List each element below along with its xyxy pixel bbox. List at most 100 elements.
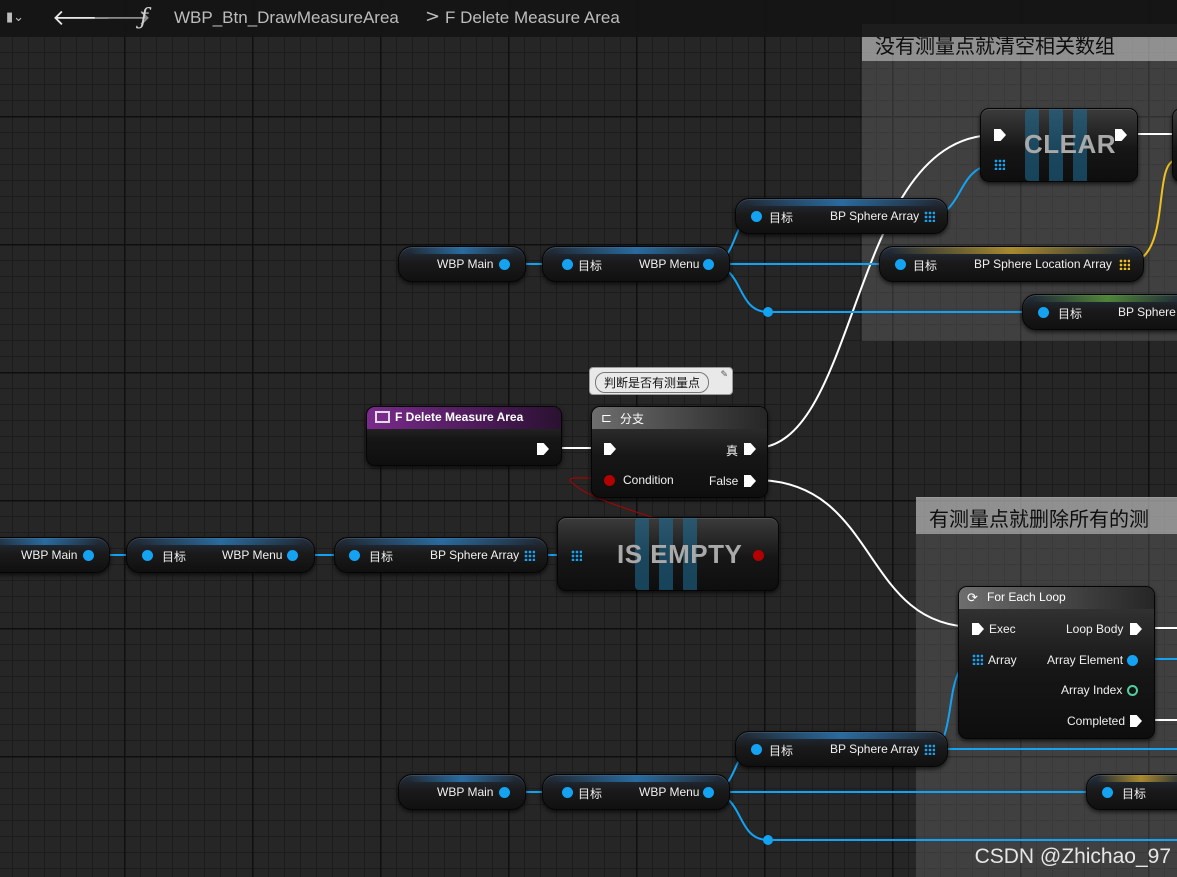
output-pin[interactable]: [499, 787, 510, 798]
target-pin[interactable]: [142, 550, 153, 561]
exec-input-pin[interactable]: [994, 129, 1006, 141]
target-label: 目标: [578, 259, 603, 273]
target-label: 目标: [369, 550, 394, 564]
array-element-pin[interactable]: [1127, 655, 1138, 666]
target-label: 目标: [769, 744, 794, 758]
target-node-bottom-right[interactable]: 目标: [1086, 774, 1177, 810]
array-input-pin[interactable]: [972, 654, 983, 665]
is-empty-node-title: IS EMPTY: [617, 539, 743, 569]
output-pin[interactable]: [83, 550, 94, 561]
bp-sphere-array-label: BP Sphere Array: [830, 742, 920, 756]
array-output-pin[interactable]: [524, 550, 535, 561]
reroute-node-top: [763, 307, 773, 317]
wbp-menu-label: WBP Menu: [639, 257, 700, 271]
return-bool-pin[interactable]: [753, 550, 764, 561]
output-pin[interactable]: [703, 259, 714, 270]
bp-sphere-array-node-mid[interactable]: 目标 BP Sphere Array: [334, 537, 548, 573]
bp-sphere-array-node-bottom[interactable]: 目标 BP Sphere Array: [735, 731, 948, 767]
exec-input-pin[interactable]: [604, 443, 616, 455]
wbp-main-node-mid[interactable]: WBP Main: [0, 537, 110, 573]
true-exec-pin[interactable]: [744, 443, 756, 455]
for-each-loop-node[interactable]: For Each Loop ⟳ Exec Loop Body Array Arr…: [958, 586, 1155, 739]
exec-output-pin[interactable]: [1115, 129, 1127, 141]
condition-pin[interactable]: [604, 475, 615, 486]
wbp-menu-label: WBP Menu: [639, 785, 700, 799]
array-index-label: Array Index: [1061, 683, 1123, 697]
target-pin[interactable]: [562, 787, 573, 798]
array-output-pin[interactable]: [924, 744, 935, 755]
target-pin[interactable]: [1102, 787, 1113, 798]
wbp-main-node-top[interactable]: WBP Main: [398, 246, 526, 282]
wbp-main-node-bottom[interactable]: WBP Main: [398, 774, 526, 810]
bp-sphere-array-label: BP Sphere Array: [430, 548, 520, 562]
bp-sphere-array-node-top[interactable]: 目标 BP Sphere Array: [735, 198, 948, 234]
is-empty-node[interactable]: IS EMPTY: [557, 517, 779, 591]
loop-icon: ⟳: [967, 590, 978, 605]
branch-node[interactable]: 分支 ⊏ 真 Condition False: [591, 406, 768, 498]
for-each-loop-title: For Each Loop: [987, 590, 1066, 604]
target-label: 目标: [578, 787, 603, 801]
wbp-main-label: WBP Main: [437, 257, 494, 271]
exec-wire-false-foreach: [754, 479, 976, 628]
blueprint-toolbar: ▮⌄ 🡐 🡒 ƒ WBP_Btn_DrawMeasureArea > F Del…: [0, 0, 1177, 37]
target-pin[interactable]: [895, 259, 906, 270]
clear-node-title: CLEAR: [1024, 129, 1117, 159]
breadcrumb-current[interactable]: F Delete Measure Area: [445, 8, 620, 27]
watermark: CSDN @Zhichao_97: [974, 845, 1171, 868]
breadcrumb-parent[interactable]: WBP_Btn_DrawMeasureArea: [174, 8, 399, 27]
completed-exec-pin[interactable]: [1130, 715, 1142, 727]
target-pin[interactable]: [349, 550, 360, 561]
output-pin[interactable]: [499, 259, 510, 270]
pin-icon[interactable]: ✎: [720, 370, 728, 380]
branch-header: 分支: [592, 407, 767, 429]
wbp-main-label: WBP Main: [437, 785, 494, 799]
target-pin[interactable]: [751, 211, 762, 222]
for-each-loop-header: For Each Loop: [959, 587, 1154, 609]
target-pin[interactable]: [1038, 307, 1049, 318]
offscreen-node-stub[interactable]: [1172, 108, 1177, 182]
bp-sphere-label: BP Sphere: [1118, 305, 1176, 319]
target-pin[interactable]: [562, 259, 573, 270]
target-pin[interactable]: [751, 744, 762, 755]
array-output-pin[interactable]: [1119, 259, 1130, 270]
condition-label: Condition: [623, 473, 674, 487]
wbp-menu-node-mid[interactable]: 目标 WBP Menu: [126, 537, 315, 573]
output-pin[interactable]: [703, 787, 714, 798]
array-index-pin[interactable]: [1127, 685, 1138, 696]
bp-sphere-location-array-node[interactable]: 目标 BP Sphere Location Array: [879, 246, 1144, 282]
bp-sphere-array-label: BP Sphere Array: [830, 209, 920, 223]
target-label: 目标: [913, 259, 938, 273]
wbp-main-label: WBP Main: [21, 548, 78, 562]
wbp-menu-node-bottom[interactable]: 目标 WBP Menu: [542, 774, 730, 810]
arrow-left-icon[interactable]: 🡐: [52, 6, 111, 31]
false-label: False: [709, 474, 739, 488]
branch-comment-bubble[interactable]: 判断是否有测量点 ✎: [589, 367, 733, 395]
bookmark-icon[interactable]: ▮⌄: [6, 10, 25, 25]
completed-label: Completed: [1067, 714, 1126, 728]
array-output-pin[interactable]: [924, 211, 935, 222]
exec-input-pin[interactable]: [972, 623, 984, 635]
target-label: 目标: [162, 550, 187, 564]
branch-comment-text: 判断是否有测量点: [595, 372, 710, 393]
target-array-pin[interactable]: [571, 550, 582, 561]
clear-node[interactable]: CLEAR: [980, 108, 1138, 182]
exec-label: Exec: [989, 622, 1016, 636]
wbp-menu-node-top[interactable]: 目标 WBP Menu: [542, 246, 730, 282]
bp-sphere-location-array-label: BP Sphere Location Array: [974, 257, 1112, 271]
function-entry-header: F Delete Measure Area: [367, 407, 561, 429]
target-array-pin[interactable]: [994, 159, 1005, 170]
loop-body-exec-pin[interactable]: [1130, 623, 1142, 635]
function-entry-node[interactable]: F Delete Measure Area: [366, 406, 562, 466]
function-entry-title: F Delete Measure Area: [395, 410, 524, 424]
branch-title: 分支: [620, 412, 645, 426]
false-exec-pin[interactable]: [744, 475, 756, 487]
comment-title-delete[interactable]: 有测量点就删除所有的测: [916, 498, 1177, 534]
arrow-right-icon[interactable]: 🡒: [92, 6, 151, 31]
target-label: 目标: [1058, 307, 1083, 321]
exec-output-pin[interactable]: [537, 443, 549, 455]
wbp-menu-label: WBP Menu: [222, 548, 283, 562]
target-label: 目标: [769, 211, 794, 225]
loop-body-label: Loop Body: [1066, 622, 1124, 636]
bp-sphere-node-top[interactable]: 目标 BP Sphere: [1022, 294, 1177, 330]
output-pin[interactable]: [287, 550, 298, 561]
